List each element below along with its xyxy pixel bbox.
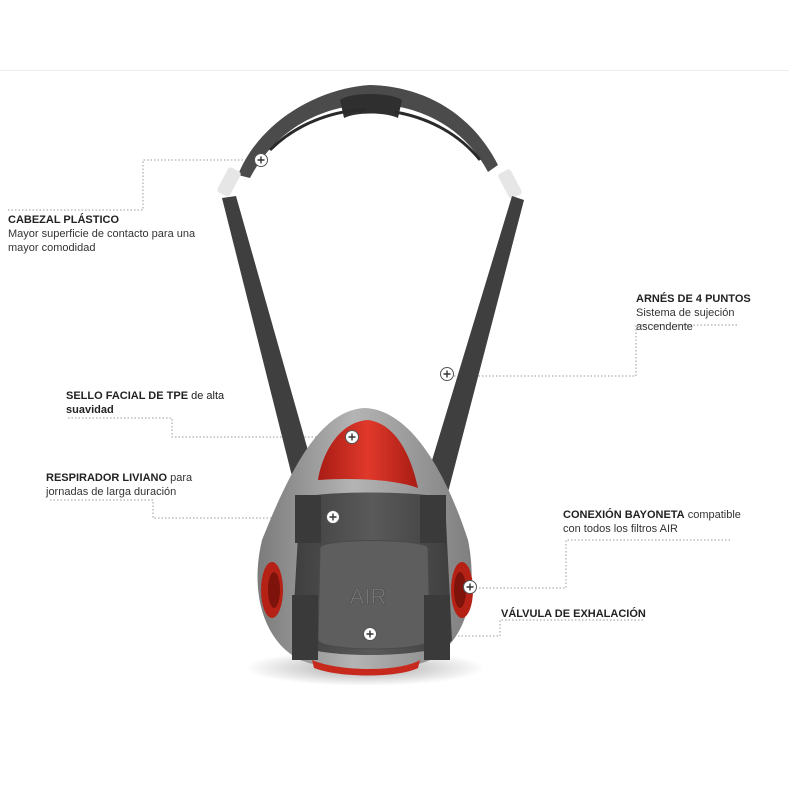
head-cradle bbox=[217, 85, 522, 199]
callout-cabezal: CABEZAL PLÁSTICO Mayor superficie de con… bbox=[8, 213, 218, 255]
callout-sello-title: SELLO FACIAL DE TPE bbox=[66, 390, 189, 402]
callout-arnes-title: ARNÉS DE 4 PUNTOS bbox=[636, 293, 751, 305]
callout-sello-text: de alta bbox=[191, 390, 225, 402]
callout-respirador-text2: jornadas de larga duración bbox=[46, 486, 177, 498]
pin-respirador[interactable] bbox=[326, 510, 340, 524]
callout-valvula-title: VÁLVULA DE EXHALACIÓN bbox=[501, 608, 646, 620]
callout-conexion: CONEXIÓN BAYONETA compatible con todos l… bbox=[563, 508, 783, 536]
pin-sello[interactable] bbox=[345, 430, 359, 444]
pin-arnes[interactable] bbox=[440, 367, 454, 381]
callout-sello: SELLO FACIAL DE TPE de alta suavidad bbox=[66, 389, 256, 417]
callout-cabezal-title: CABEZAL PLÁSTICO bbox=[8, 214, 120, 226]
pin-cabezal[interactable] bbox=[254, 153, 268, 167]
top-divider bbox=[0, 70, 789, 71]
callout-conexion-title: CONEXIÓN BAYONETA bbox=[563, 509, 685, 521]
callout-respirador: RESPIRADOR LIVIANO para jornadas de larg… bbox=[46, 471, 246, 499]
callout-valvula: VÁLVULA DE EXHALACIÓN bbox=[501, 607, 701, 621]
callout-arnes-text: Sistema de sujeción ascendente bbox=[636, 307, 735, 333]
callout-respirador-title: RESPIRADOR LIVIANO bbox=[46, 472, 168, 484]
callout-respirador-text: para bbox=[170, 472, 193, 484]
callout-conexion-text: compatible bbox=[687, 509, 741, 521]
mask-body: AIR bbox=[257, 408, 473, 676]
callout-pins[interactable] bbox=[254, 153, 477, 641]
embossed-air-text: AIR bbox=[350, 584, 387, 609]
pin-conexion[interactable] bbox=[463, 580, 477, 594]
pin-valvula[interactable] bbox=[363, 627, 377, 641]
callout-sello-title2: suavidad bbox=[66, 404, 114, 416]
callout-cabezal-text: Mayor superficie de contacto para una ma… bbox=[8, 228, 196, 254]
harness-straps bbox=[222, 196, 524, 500]
callout-arnes: ARNÉS DE 4 PUNTOS Sistema de sujeción as… bbox=[636, 292, 786, 334]
callout-conexion-text2: con todos los filtros AIR bbox=[563, 523, 678, 535]
